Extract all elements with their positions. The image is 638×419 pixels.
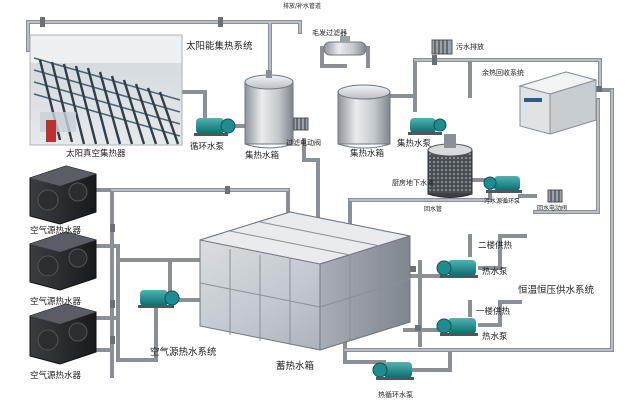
sewage-label: 污水排放	[456, 44, 484, 51]
ashp-unit-2	[30, 232, 96, 290]
constant-system-label: 恒温恒压供水系统	[518, 286, 594, 296]
floor2-pump	[437, 260, 478, 278]
filter-label: 毛发过滤器	[312, 30, 347, 37]
floor1-pump-label: 热水泵	[482, 333, 508, 342]
bottom-pump-label: 热循环水泵	[378, 392, 413, 399]
return-electric-valve	[548, 190, 562, 202]
floor2-pump-label: 热水泵	[482, 268, 508, 277]
solar-collector-label: 太阳真空集热器	[66, 150, 126, 159]
top-pipe-label: 排放/补水管道	[283, 4, 321, 10]
floor1-pump	[437, 318, 478, 336]
floor1-supply-label: 一楼供热	[476, 308, 510, 317]
sewage-outlet	[432, 40, 452, 54]
collect-heat-tank	[245, 70, 293, 148]
underground-tank-label: 厨房地下水池	[392, 180, 434, 187]
bottom-circ-pump	[373, 362, 414, 380]
return-valve-label: 回水电动阀	[537, 206, 567, 212]
ashp-system-label: 空气源热水系统	[150, 348, 217, 358]
heat-recovery-label: 余热回收系统	[482, 70, 524, 77]
filter-electric-valve	[294, 118, 308, 130]
heat-collect-pump	[408, 118, 446, 135]
ashp-label-2: 空气源热水器	[30, 298, 81, 307]
ashp-unit-1	[30, 166, 96, 224]
ashp-label-1: 空气源热水器	[30, 227, 81, 236]
return-pipe-label: 回水管	[424, 207, 442, 213]
ashp-pump	[138, 290, 179, 308]
over-valve-label: 过滤电动阀	[286, 140, 321, 147]
sewage-circ-pump	[484, 176, 522, 193]
storage-tank	[200, 212, 410, 350]
sewage-circ-label: 污水源循环泵	[484, 199, 520, 205]
ashp-unit-3	[30, 304, 96, 364]
heat-recovery-unit	[520, 72, 596, 134]
underground-tank	[428, 134, 472, 198]
solar-system-label: 太阳能集热系统	[186, 42, 253, 52]
collect-tank-label: 集热水箱	[245, 152, 279, 161]
solar-collector-image	[30, 35, 182, 145]
hair-filter	[324, 36, 366, 55]
circ-pump-label: 循环水泵	[190, 143, 224, 152]
storage-tank-label: 蓄热水箱	[276, 362, 314, 372]
floor2-supply-label: 二楼供热	[478, 242, 512, 251]
heat-pump-label: 集热水泵	[397, 140, 431, 149]
ashp-label-3: 空气源热水器	[30, 372, 81, 381]
circulation-pump	[194, 118, 235, 136]
heat-tank-label: 集热水箱	[350, 150, 384, 159]
heat-tank-2	[338, 85, 390, 148]
